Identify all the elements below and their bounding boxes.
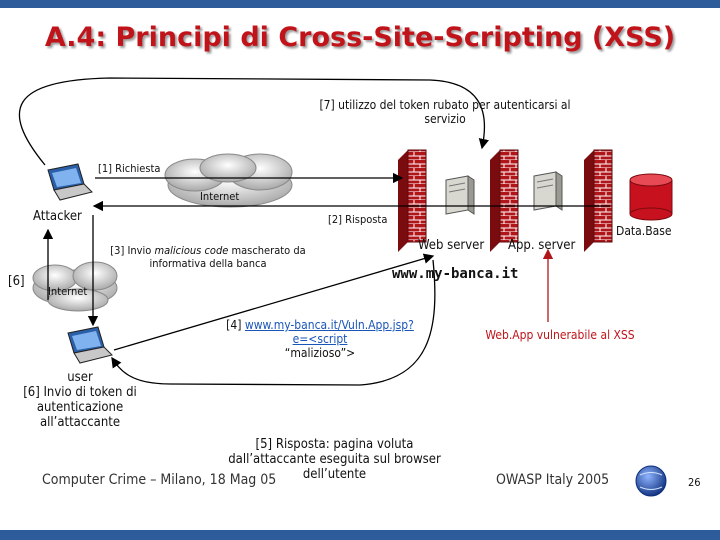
laptop-icon <box>47 163 93 201</box>
firewall-icon <box>490 149 519 252</box>
step3-italic: malicious code <box>154 244 229 257</box>
attacker-label: Attacker <box>33 209 82 224</box>
step3-label: [3] Invio malicious code mascherato da i… <box>110 244 306 270</box>
cloud-icon <box>32 261 118 312</box>
internet-bottom-label: Internet <box>48 285 88 298</box>
database-icon <box>629 173 673 221</box>
cloud-icon <box>164 153 293 208</box>
step2-label: [2] Risposta <box>328 213 388 226</box>
firewall-icon <box>398 149 427 252</box>
web-server-label: Web server <box>418 238 485 253</box>
step4-label: [4] www.my-banca.it/Vuln.App.jsp?e=<scri… <box>226 318 414 360</box>
slide-title: A.4: Principi di Cross-Site-Scripting (X… <box>44 22 676 53</box>
footer-right: OWASP Italy 2005 <box>496 472 610 488</box>
top-bar <box>0 0 720 8</box>
firewall-icon <box>584 149 613 252</box>
step7-label: [7] utilizzo del token rubato per autent… <box>319 98 571 126</box>
step1-label: [1] Richiesta <box>98 162 161 175</box>
internet-top-label: Internet <box>200 190 240 203</box>
footer-left: Computer Crime – Milano, 18 Mag 05 <box>42 472 277 488</box>
vuln-note-label: Web.App vulnerabile al XSS <box>485 328 635 342</box>
step6-tag: [6] <box>8 274 25 289</box>
server-icon <box>533 171 563 211</box>
step5-label: [5] Risposta: pagina voluta dall’attacca… <box>228 437 441 482</box>
user-block-label: user [6] Invio di token di autenticazion… <box>23 370 137 430</box>
server-icon <box>445 175 475 215</box>
laptop-icon <box>67 326 113 364</box>
bank-url-label: www.my-banca.it <box>392 266 519 282</box>
owasp-globe-icon <box>635 465 667 497</box>
page-number: 26 <box>688 476 701 489</box>
malicious-link[interactable]: www.my-banca.it/Vuln.App.jsp?e=<script <box>244 318 414 346</box>
database-label: Data.Base <box>616 224 672 238</box>
bottom-bar <box>0 530 720 540</box>
app-server-label: App. server <box>508 238 576 253</box>
